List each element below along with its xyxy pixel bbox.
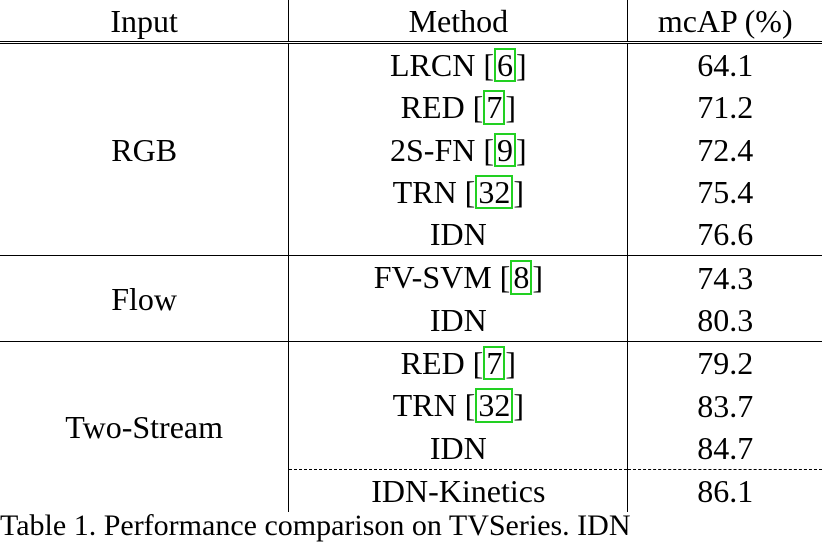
table-row: IDN 76.6 bbox=[0, 213, 822, 256]
table-row: IDN-Kinetics 86.1 bbox=[0, 468, 822, 513]
method-cell: IDN bbox=[288, 213, 629, 256]
table-caption: Table 1. Performance comparison on TVSer… bbox=[0, 509, 631, 542]
table-row: IDN 80.3 bbox=[0, 298, 822, 342]
method-name: TRN bbox=[392, 387, 457, 424]
header-method: Method bbox=[288, 0, 629, 43]
method-cell: LRCN [6] bbox=[288, 41, 629, 87]
table-row: Flow FV-SVM [8] 74.3 bbox=[0, 255, 822, 342]
citation-link[interactable]: 8 bbox=[510, 260, 533, 295]
header-mcap: mcAP (%) bbox=[657, 2, 793, 39]
mcap-cell: 83.7 bbox=[697, 387, 754, 424]
method-name: FV-SVM bbox=[373, 259, 492, 296]
citation-link[interactable]: 6 bbox=[494, 47, 516, 83]
method-name: TRN bbox=[392, 173, 457, 210]
citation-link[interactable]: 9 bbox=[494, 132, 517, 167]
method-name: RED bbox=[400, 345, 465, 382]
table-row: TRN [32] 75.4 bbox=[0, 170, 822, 214]
method-cell: TRN [32] bbox=[288, 384, 629, 427]
mcap-cell: 79.2 bbox=[627, 341, 822, 385]
citation-link[interactable]: 32 bbox=[475, 388, 514, 423]
input-cell: RGB bbox=[0, 40, 290, 256]
table-row: IDN 84.7 bbox=[0, 426, 822, 470]
input-cell: Flow bbox=[0, 255, 290, 342]
method-cell: IDN bbox=[288, 298, 629, 342]
method-cell: IDN bbox=[288, 426, 629, 470]
method-cell: 2S-FN [9] bbox=[288, 128, 629, 171]
method-name: LRCN bbox=[390, 46, 476, 83]
mcap-cell-best: 80.3 bbox=[697, 301, 754, 338]
mcap-cell: 64.1 bbox=[627, 41, 822, 87]
method-cell: RED [7] bbox=[288, 86, 629, 129]
mcap-cell-best: 86.1 bbox=[627, 468, 822, 513]
method-cell: FV-SVM [8] bbox=[288, 255, 629, 299]
mcap-cell-best: 76.6 bbox=[697, 216, 754, 253]
mcap-cell: 75.4 bbox=[697, 174, 754, 211]
header-row: Input Method mcAP (%) bbox=[0, 0, 822, 43]
citation-link[interactable]: 7 bbox=[483, 90, 506, 125]
header-input: Input bbox=[0, 0, 290, 43]
method-cell: TRN [32] bbox=[288, 170, 629, 214]
mcap-cell: 72.4 bbox=[697, 131, 754, 168]
citation-link[interactable]: 32 bbox=[475, 174, 514, 210]
mcap-cell-best: 84.7 bbox=[697, 429, 754, 466]
citation-link[interactable]: 7 bbox=[483, 346, 506, 381]
results-table: Input Method mcAP (%) RGB LRCN [6] 64.1 … bbox=[0, 0, 822, 513]
table-row: TRN [32] 83.7 bbox=[0, 384, 822, 427]
input-cell: Two-Stream bbox=[0, 341, 290, 513]
method-name: RED bbox=[400, 89, 465, 126]
table-row: RGB LRCN [6] 64.1 bbox=[0, 40, 822, 256]
mcap-cell: 71.2 bbox=[697, 89, 754, 126]
table-row: 2S-FN [9] 72.4 bbox=[0, 128, 822, 171]
table-row: RED [7] 71.2 bbox=[0, 86, 822, 129]
method-name: 2S-FN bbox=[390, 131, 476, 168]
mcap-cell: 74.3 bbox=[627, 255, 822, 299]
method-cell: RED [7] bbox=[288, 341, 629, 385]
method-cell: IDN-Kinetics bbox=[288, 468, 629, 513]
table-row: Two-Stream RED [7] 79.2 bbox=[0, 341, 822, 513]
